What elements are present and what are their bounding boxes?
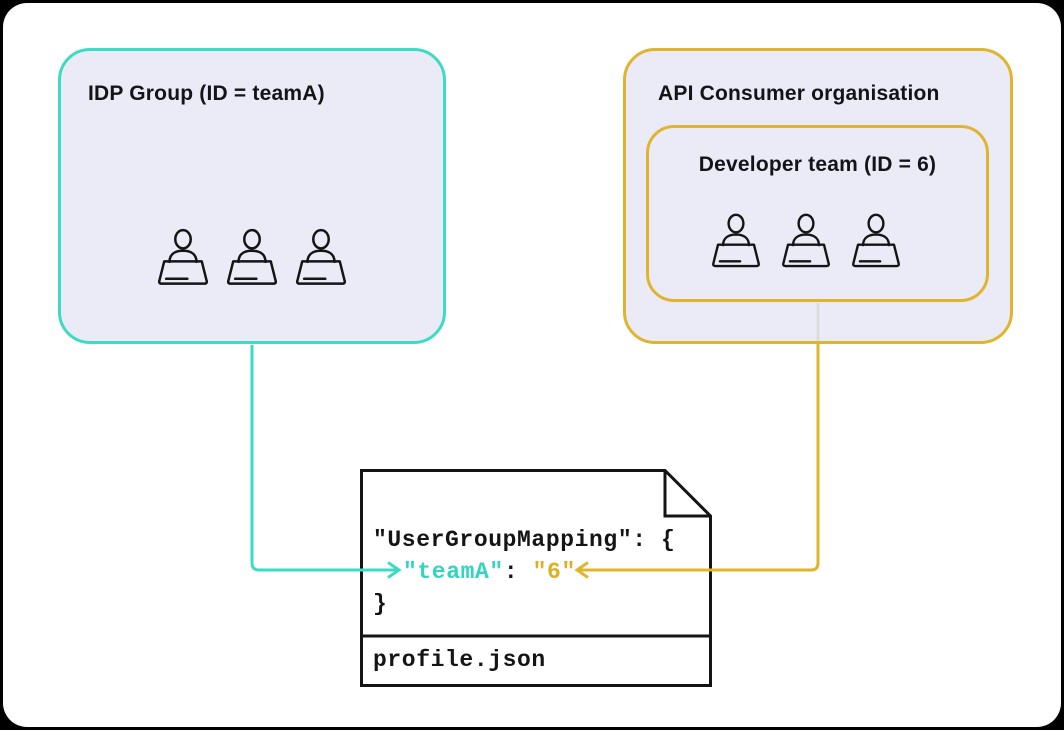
idp-group-box <box>58 48 446 344</box>
developer-team-box <box>646 125 989 302</box>
developer-team-members <box>646 212 966 271</box>
profile-filename: profile.json <box>373 647 546 673</box>
diagram-card: IDP Group (ID = teamA) API Consumer orga… <box>3 3 1061 727</box>
api-consumer-org-box <box>623 48 1013 344</box>
person-at-laptop-icon <box>157 227 209 289</box>
developer-team-title: Developer team (ID = 6) <box>698 153 937 176</box>
mapping-code-close-line: } <box>373 591 388 617</box>
person-at-laptop-icon <box>851 212 901 271</box>
mapping-code-entry-line: "teamA": "6" <box>403 559 576 585</box>
mapping-value: "6" <box>532 559 576 585</box>
person-at-laptop-icon <box>711 212 761 271</box>
mapping-separator: : <box>503 559 533 585</box>
idp-group-title: IDP Group (ID = teamA) <box>88 82 325 105</box>
idp-group-members <box>58 227 446 289</box>
person-at-laptop-icon <box>226 227 278 289</box>
person-at-laptop-icon <box>781 212 831 271</box>
api-consumer-org-title: API Consumer organisation <box>658 82 940 105</box>
mapping-key: "teamA" <box>403 559 504 585</box>
mapping-code-open-line: "UserGroupMapping": { <box>373 527 676 553</box>
person-at-laptop-icon <box>295 227 347 289</box>
